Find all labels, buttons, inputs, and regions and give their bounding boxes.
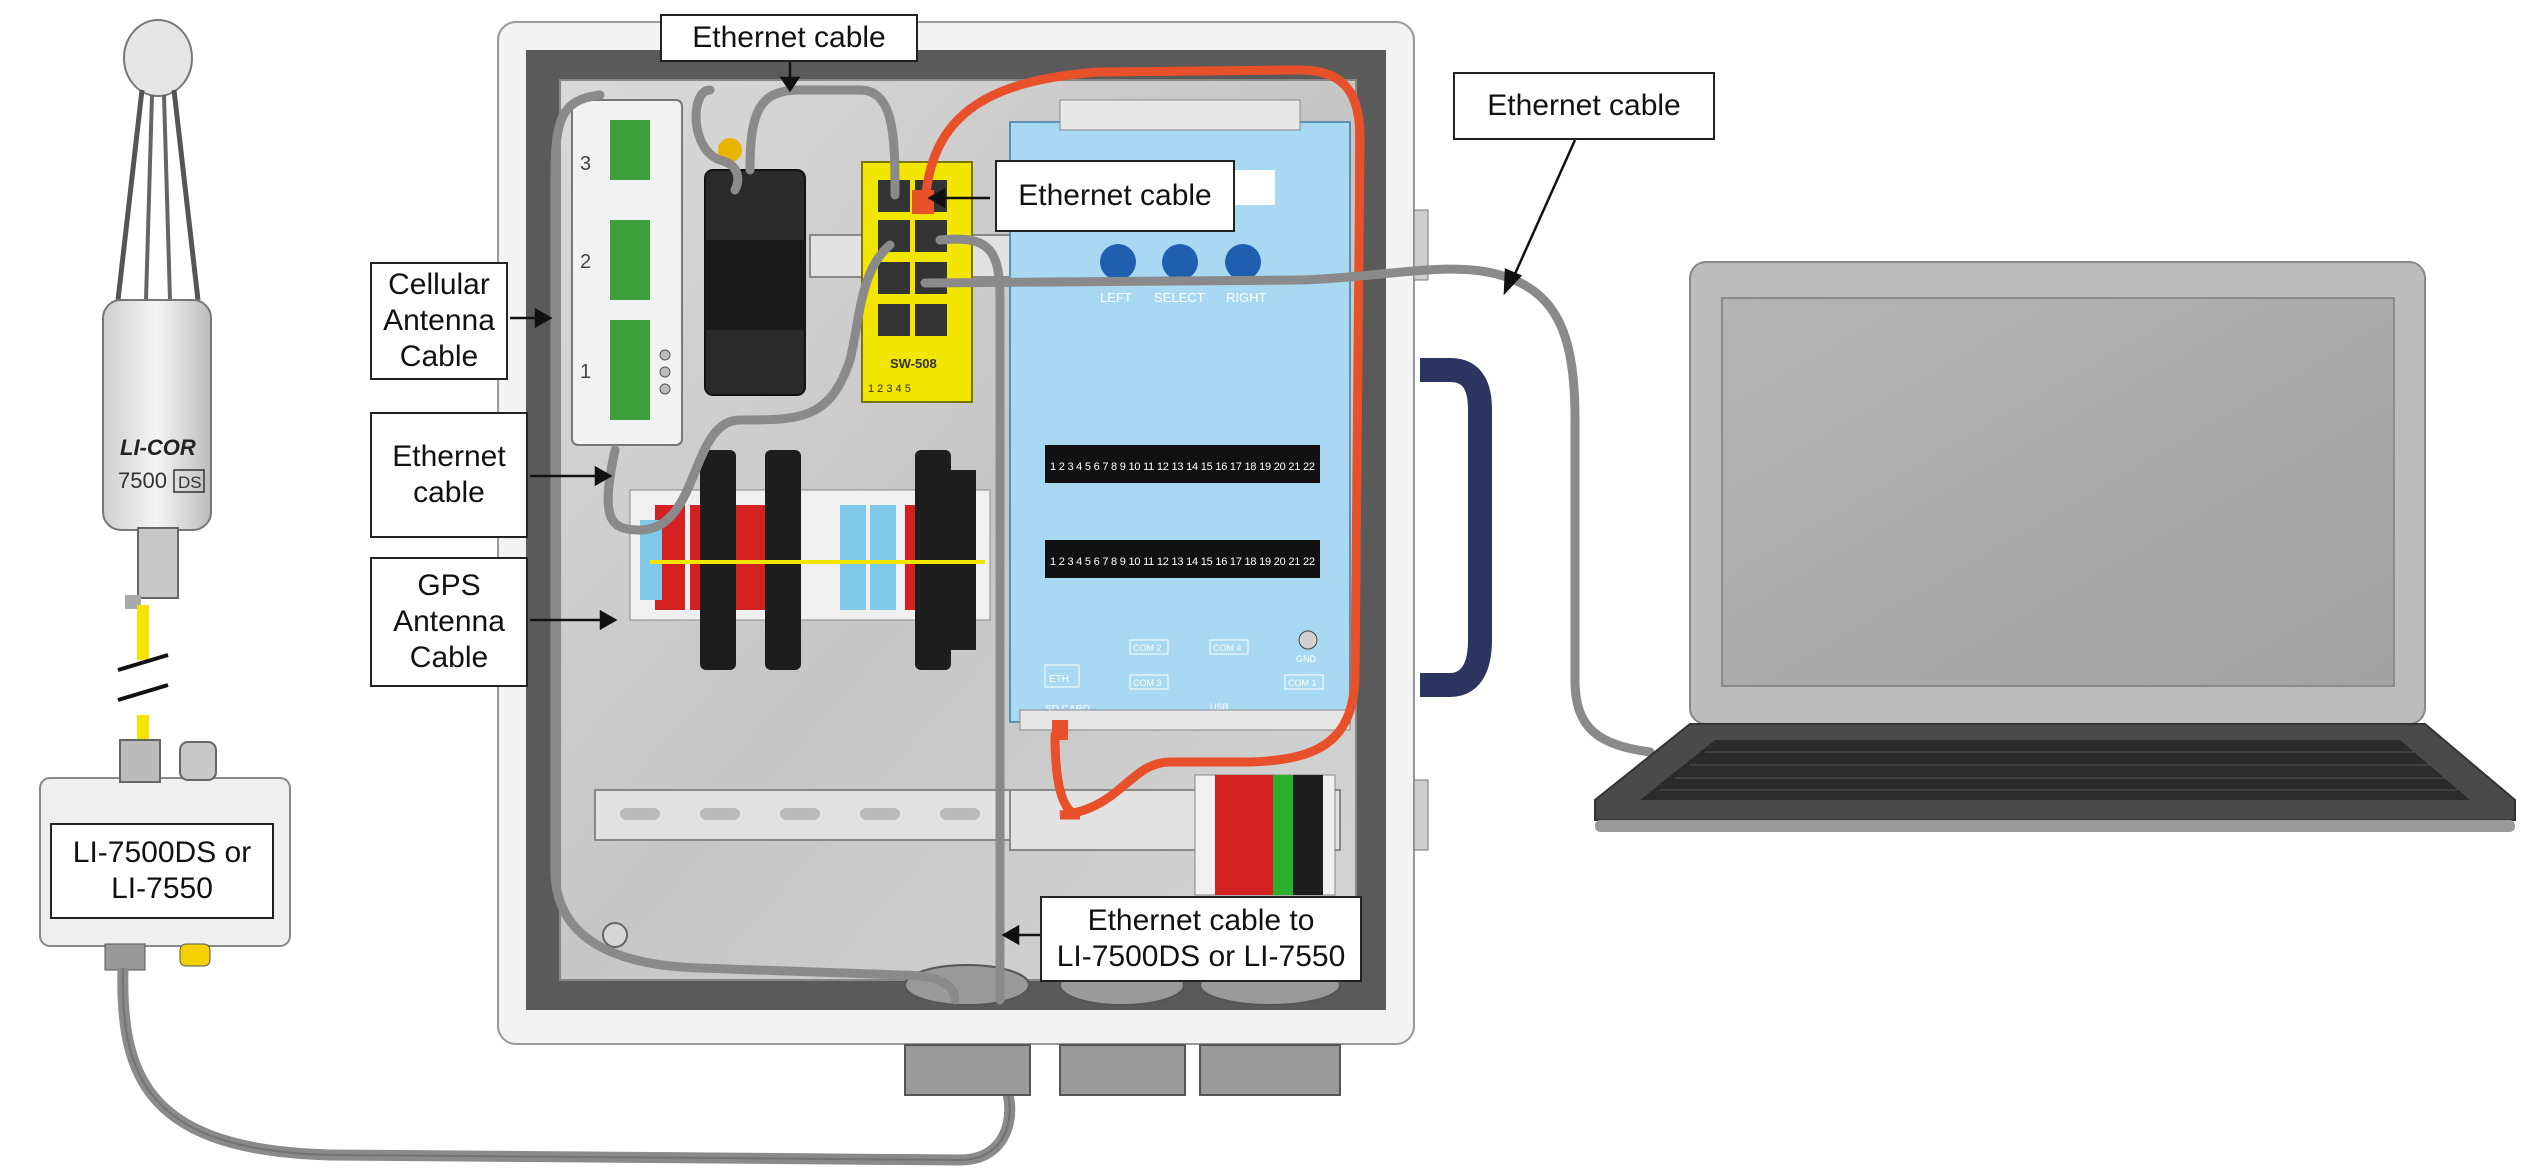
laptop-keyboard — [1660, 751, 2458, 791]
label-analyzer-interface: LI-7500DS or LI-7550 — [50, 823, 274, 919]
logger-ethernet-cable — [603, 240, 895, 535]
gps-antenna-cable — [691, 85, 743, 195]
terminal-rail-upper — [1045, 445, 1320, 483]
sensor-cable — [117, 605, 169, 760]
label-ethernet-cable-switch: Ethernet cable — [995, 160, 1235, 232]
slot-3-label: 3 — [580, 153, 591, 175]
nav-left-label: LEFT — [1100, 290, 1132, 305]
enclosure-handle — [1420, 358, 1492, 697]
sensor-suffix-text: DS — [178, 473, 202, 492]
open-path-gas-analyzer: LI-COR 7500 DS — [102, 19, 212, 609]
laptop-screen — [1721, 297, 2395, 687]
terminal-blocks-small — [1194, 774, 1336, 896]
label-ethernet-cable-right: Ethernet cable — [1453, 72, 1715, 140]
port-usb-label: USB — [1210, 702, 1229, 712]
sensor-model-text: 7500 — [118, 468, 167, 493]
sensor-body — [102, 299, 212, 531]
rail-numbers-lower: 1 2 3 4 5 6 7 8 9 10 11 12 13 14 15 16 1… — [1050, 556, 1315, 568]
switch-model-text: SW-508 — [890, 356, 937, 371]
port-com3-label: COM 3 — [1133, 678, 1162, 688]
cellular-modem — [704, 138, 806, 396]
label-ethernet-cable-to-analyzer: Ethernet cable to LI-7500DS or LI-7550 — [1040, 896, 1362, 982]
slot-1-label: 1 — [580, 361, 591, 383]
switch-ports-text: 1 2 3 4 5 — [868, 383, 911, 395]
nav-select-label: SELECT — [1154, 290, 1205, 305]
port-gnd-label: GND — [1296, 654, 1317, 664]
slot-2-label: 2 — [580, 251, 591, 273]
ethernet-cable-to-analyzer — [117, 967, 1016, 1166]
sensor-top-dome — [123, 19, 193, 97]
port-eth-label: ETH — [1049, 674, 1069, 685]
cable-gland-1 — [904, 1044, 1031, 1096]
terminal-blocks — [629, 450, 991, 670]
label-gps-antenna-cable: GPS Antenna Cable — [370, 557, 528, 687]
cable-gland-3 — [1199, 1044, 1341, 1096]
terminal-rail-lower — [1045, 540, 1320, 578]
label-cellular-antenna-cable: Cellular Antenna Cable — [370, 262, 508, 380]
label-ethernet-cable-top: Ethernet cable — [660, 14, 918, 62]
cable-gland-2 — [1059, 1044, 1186, 1096]
data-logger: 3 2 1 — [571, 99, 683, 446]
switch-to-laptop-cable — [920, 264, 1655, 757]
callout-arrows — [510, 58, 1577, 946]
nav-right-label: RIGHT — [1226, 290, 1267, 305]
sensor-brand-text: LI-COR — [120, 435, 196, 460]
laptop — [1594, 261, 2516, 832]
switch-to-gland-cable — [935, 234, 1005, 1005]
port-com2-label: COM 2 — [1133, 643, 1162, 653]
cellular-antenna-cable — [550, 90, 960, 1005]
port-com1-label: COM 1 — [1288, 678, 1317, 688]
port-com4-label: COM 4 — [1213, 643, 1242, 653]
internal-cables — [550, 65, 1655, 1005]
rail-numbers-upper: 1 2 3 4 5 6 7 8 9 10 11 12 13 14 15 16 1… — [1050, 461, 1315, 473]
label-ethernet-cable-left: Ethernet cable — [370, 412, 528, 538]
red-ethernet-cable — [920, 65, 1365, 820]
